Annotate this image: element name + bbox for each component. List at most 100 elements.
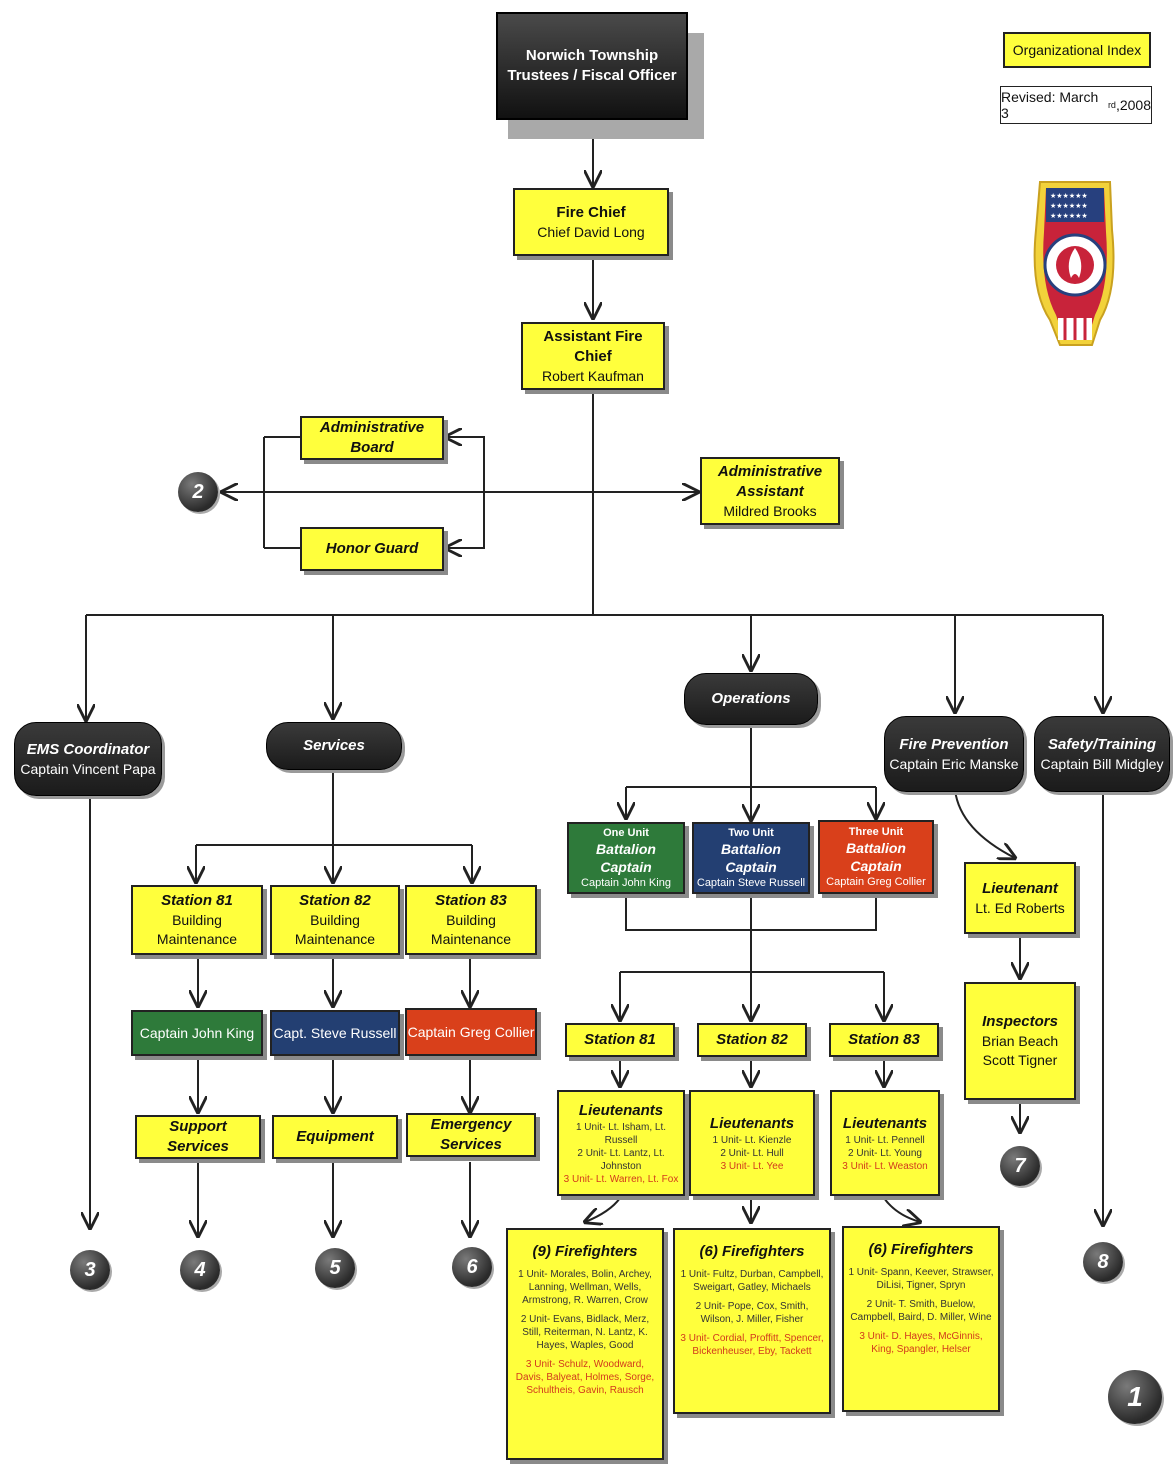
fire-chief-title: Fire Chief [556, 203, 626, 221]
honor-guard-box: Honor Guard [300, 527, 444, 571]
firefighters-81-unit1: 1 Unit- Morales, Bolin, Archey, Lanning,… [518, 1269, 652, 1306]
support-services-box: Support Services [135, 1115, 261, 1159]
services-station-81-sub: Building Maintenance [156, 912, 238, 947]
assistant-chief-title: Assistant Fire Chief [543, 327, 643, 365]
lieutenants-81-unit2: 2 Unit- Lt. Lantz, Lt. Johnston [577, 1147, 665, 1172]
battalion-one-title: Battalion Captain [596, 841, 656, 875]
page-ref-1-circle[interactable]: 1 [1108, 1370, 1162, 1424]
safety-training-name: Captain Bill Midgley [1040, 755, 1164, 772]
lieutenants-station-83-box: Lieutenants 1 Unit- Lt. Pennell 2 Unit- … [830, 1090, 940, 1196]
ems-coordinator-pill: EMS Coordinator Captain Vincent Papa [14, 722, 162, 796]
services-captain-2-name: Capt. Steve Russell [273, 1025, 397, 1041]
assistant-chief-name: Robert Kaufman [542, 367, 644, 384]
revised-sup: rd [1107, 100, 1116, 110]
services-pill: Services [266, 722, 402, 770]
battalion-captain-two-unit: Two Unit Battalion Captain Captain Steve… [692, 822, 810, 894]
battalion-three-title: Battalion Captain [846, 840, 906, 874]
safety-training-title: Safety/Training [1047, 735, 1157, 753]
trustees-line1: Norwich Township [525, 47, 659, 64]
page-ref-2-circle[interactable]: 2 [178, 472, 218, 512]
prevention-lieutenant-name: Lt. Ed Roberts [975, 899, 1065, 916]
services-station-82-sub: Building Maintenance [294, 912, 376, 947]
inspector-1-name: Brian Beach [981, 1033, 1059, 1049]
fire-prevention-pill: Fire Prevention Captain Eric Manske [884, 716, 1024, 792]
administrative-board-box: Administrative Board [300, 416, 444, 460]
support-services-label: Support Services [167, 1118, 229, 1155]
battalion-one-unit-label: One Unit [603, 827, 649, 839]
lieutenants-82-unit1: 1 Unit- Lt. Kienzle [712, 1134, 792, 1146]
battalion-two-title: Battalion Captain [721, 841, 781, 875]
organizational-index-label: Organizational Index [1003, 32, 1151, 68]
firefighters-81-unit3: 3 Unit- Schulz, Woodward, Davis, Balyeat… [515, 1359, 655, 1396]
lieutenants-83-unit1: 1 Unit- Lt. Pennell [845, 1134, 925, 1146]
emergency-services-label: Emergency Services [430, 1116, 512, 1153]
lieutenants-82-unit3: 3 Unit- Lt. Yee [720, 1160, 784, 1172]
services-captain-steve-russell: Capt. Steve Russell [270, 1010, 400, 1056]
lieutenants-station-81-box: Lieutenants 1 Unit- Lt. Isham, Lt. Russe… [557, 1090, 685, 1196]
page-ref-5-circle[interactable]: 5 [315, 1248, 355, 1288]
ops-station-83-box: Station 83 [829, 1023, 939, 1057]
services-captain-john-king: Captain John King [131, 1010, 263, 1056]
administrative-board-label: Administrative Board [319, 419, 425, 456]
firefighters-station-81-box: (9) Firefighters 1 Unit- Morales, Bolin,… [506, 1228, 664, 1460]
ems-coordinator-title: EMS Coordinator [26, 740, 150, 758]
firefighters-83-title: (6) Firefighters [868, 1241, 974, 1258]
firefighters-81-title: (9) Firefighters [532, 1243, 638, 1260]
firefighters-station-83-box: (6) Firefighters 1 Unit- Spann, Keever, … [842, 1226, 1000, 1412]
firefighters-82-title: (6) Firefighters [699, 1243, 805, 1260]
lieutenants-83-unit2: 2 Unit- Lt. Young [848, 1147, 922, 1159]
fire-chief-box: Fire Chief Chief David Long [513, 188, 669, 256]
page-ref-7-circle[interactable]: 7 [1000, 1146, 1040, 1186]
battalion-three-unit-label: Three Unit [848, 826, 904, 838]
index-label-text: Organizational Index [1012, 41, 1142, 58]
battalion-one-name: Captain John King [581, 877, 671, 889]
lieutenants-83-title: Lieutenants [842, 1114, 928, 1132]
services-captain-3-name: Captain Greg Collier [407, 1024, 535, 1040]
page-ref-5-label: 5 [329, 1256, 341, 1279]
services-station-83-title: Station 83 [435, 892, 507, 909]
firefighters-82-unit1: 1 Unit- Fultz, Durban, Campbell, Sweigar… [680, 1269, 824, 1293]
trustees-box: Norwich Township Trustees / Fiscal Offic… [496, 12, 688, 120]
services-station-82-box: Station 82 Building Maintenance [270, 885, 400, 955]
page-ref-3-circle[interactable]: 3 [70, 1250, 110, 1290]
services-station-81-title: Station 81 [161, 892, 233, 909]
assistant-chief-box: Assistant Fire Chief Robert Kaufman [521, 322, 665, 390]
firefighters-83-unit2: 2 Unit- T. Smith, Buelow, Campbell, Bair… [850, 1299, 992, 1323]
lieutenants-83-unit3: 3 Unit- Lt. Weaston [842, 1160, 928, 1172]
firefighters-station-82-box: (6) Firefighters 1 Unit- Fultz, Durban, … [673, 1228, 831, 1414]
revised-suffix: ,2008 [1115, 97, 1151, 113]
operations-title: Operations [711, 690, 791, 707]
ops-station-82-box: Station 82 [697, 1023, 807, 1057]
inspectors-title: Inspectors [982, 1013, 1058, 1030]
administrative-assistant-title: Administrative Assistant [717, 462, 823, 500]
page-ref-6-circle[interactable]: 6 [452, 1247, 492, 1287]
battalion-captain-three-unit: Three Unit Battalion Captain Captain Gre… [818, 820, 934, 894]
firefighters-83-unit3: 3 Unit- D. Hayes, McGinnis, King, Spangl… [859, 1331, 983, 1355]
services-captain-1-name: Captain John King [139, 1025, 255, 1041]
ops-station-81-title: Station 81 [584, 1031, 656, 1048]
lieutenants-81-title: Lieutenants [578, 1101, 664, 1119]
administrative-assistant-name: Mildred Brooks [723, 502, 817, 519]
page-ref-3-label: 3 [84, 1258, 96, 1281]
lieutenants-81-unit3: 3 Unit- Lt. Warren, Lt. Fox [563, 1173, 679, 1185]
page-ref-2-label: 2 [192, 480, 204, 503]
ops-station-81-box: Station 81 [565, 1023, 675, 1057]
page-ref-7-label: 7 [1014, 1154, 1026, 1177]
page-ref-4-circle[interactable]: 4 [180, 1250, 220, 1290]
inspector-2-name: Scott Tigner [982, 1052, 1058, 1068]
operations-pill: Operations [684, 673, 818, 725]
inspectors-box: Inspectors Brian Beach Scott Tigner [964, 982, 1076, 1100]
battalion-two-unit-label: Two Unit [728, 827, 774, 839]
lieutenants-station-82-box: Lieutenants 1 Unit- Lt. Kienzle 2 Unit- … [689, 1090, 815, 1196]
services-station-83-sub: Building Maintenance [430, 912, 512, 947]
prevention-lieutenant-box: Lieutenant Lt. Ed Roberts [964, 862, 1076, 934]
battalion-three-name: Captain Greg Collier [826, 876, 926, 888]
prevention-lieutenant-title: Lieutenant [982, 879, 1058, 897]
services-station-82-title: Station 82 [299, 892, 371, 909]
lieutenants-82-unit2: 2 Unit- Lt. Hull [720, 1147, 784, 1159]
page-ref-8-circle[interactable]: 8 [1083, 1242, 1123, 1282]
battalion-captain-one-unit: One Unit Battalion Captain Captain John … [567, 822, 685, 894]
equipment-label: Equipment [296, 1128, 374, 1145]
